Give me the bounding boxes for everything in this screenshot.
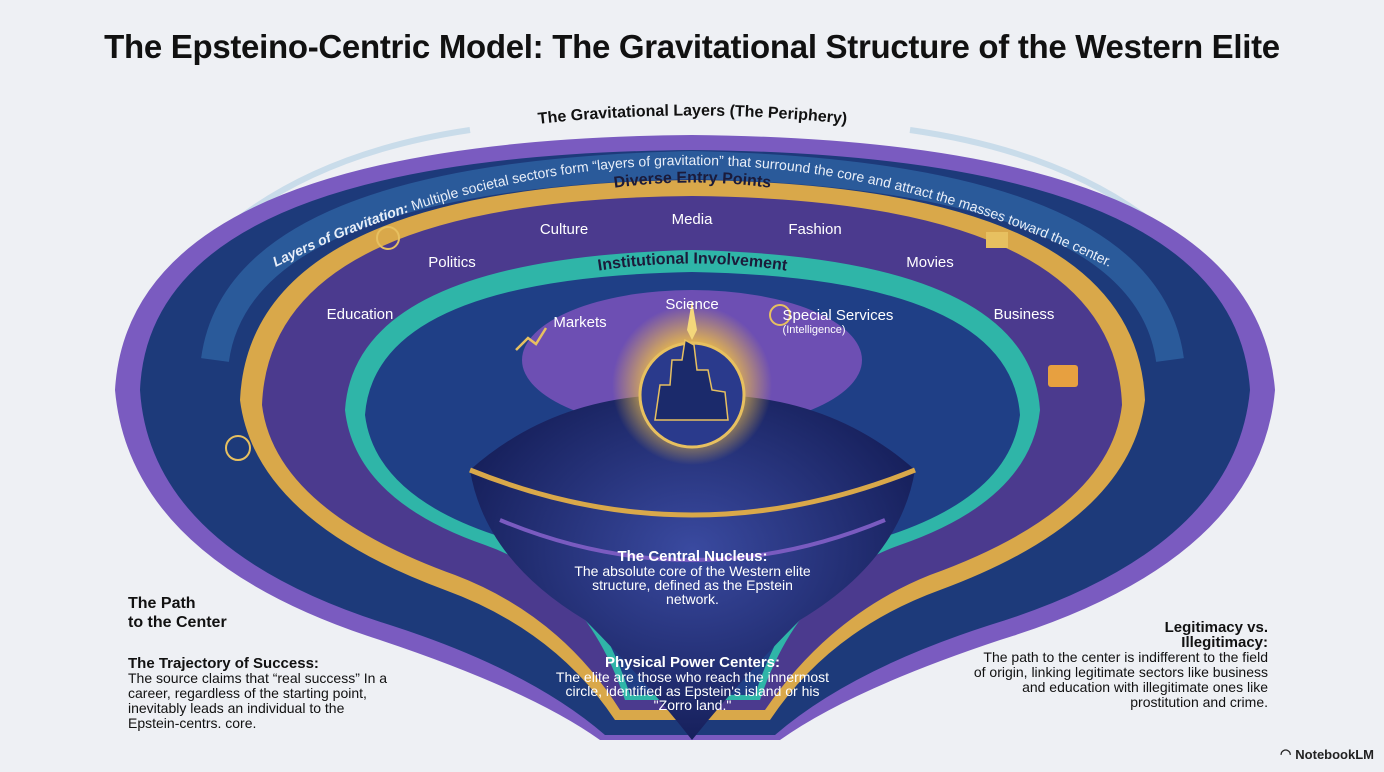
legitimacy-note: Legitimacy vs. Illegitimacy: The path to… xyxy=(968,620,1268,710)
entry-points-title: Diverse Entry Points xyxy=(613,169,772,191)
svg-text:The Gravitational Layers (The: The Gravitational Layers (The Periphery) xyxy=(537,102,848,127)
notebooklm-logo-icon: ◠ xyxy=(1279,746,1292,761)
periphery-title: The Gravitational Layers (The Periphery) xyxy=(537,102,848,127)
city-skyline-icon xyxy=(654,338,729,421)
globe-icon xyxy=(376,226,400,250)
physical-power-text: The elite are those who reach the innerm… xyxy=(555,669,830,713)
briefcase-icon xyxy=(1048,365,1078,387)
entry-fashion: Fashion xyxy=(788,221,842,238)
entry-education: Education xyxy=(326,306,394,323)
legitimacy-heading: Legitimacy vs. Illegitimacy: xyxy=(1164,619,1268,651)
star-icon xyxy=(687,300,697,340)
page-title: The Epsteino-Centric Model: The Gravitat… xyxy=(104,28,1280,65)
path-title: The Path to the Center xyxy=(128,594,227,632)
path-title-line1: The Path xyxy=(128,595,196,612)
brand-label: NotebookLM xyxy=(1295,746,1374,762)
entry-business: Business xyxy=(993,306,1055,323)
intelligence-label: (Intelligence) xyxy=(782,324,846,336)
entry-media: Media xyxy=(671,211,713,228)
legitimacy-text: The path to the center is indifferent to… xyxy=(973,649,1268,710)
clapperboard-icon xyxy=(986,232,1008,248)
gravitation-band xyxy=(201,150,1184,363)
physical-power-centers: Physical Power Centers: The elite are th… xyxy=(555,654,830,713)
globe-icon-2 xyxy=(225,435,251,461)
chart-icon xyxy=(515,327,548,351)
entry-movies: Movies xyxy=(906,254,954,271)
institution-science: Science xyxy=(665,296,719,313)
trajectory-of-success: The Trajectory of Success: The source cl… xyxy=(128,656,388,731)
entry-politics: Politics xyxy=(428,254,476,271)
trajectory-heading: The Trajectory of Success: xyxy=(128,655,319,672)
target-icon xyxy=(769,304,791,326)
path-title-line2: to the Center xyxy=(128,614,227,631)
svg-text:Diverse Entry Points: Diverse Entry Points xyxy=(613,169,772,191)
central-nucleus-text: The absolute core of the Western elite s… xyxy=(574,563,811,607)
trajectory-text: The source claims that “real success” In… xyxy=(128,670,388,731)
institution-special-services: Special Services(Intelligence) xyxy=(783,307,894,336)
brand-watermark: ◠NotebookLM xyxy=(1280,746,1374,762)
institution-markets: Markets xyxy=(553,314,607,331)
gold-ring xyxy=(469,467,916,518)
physical-power-heading: Physical Power Centers: xyxy=(604,654,781,671)
core-funnel xyxy=(470,394,915,740)
central-nucleus-heading: The Central Nucleus: xyxy=(617,548,768,565)
entry-culture: Culture xyxy=(539,221,589,238)
special-services-label: Special Services xyxy=(782,307,894,324)
central-nucleus: The Central Nucleus: The absolute core o… xyxy=(570,548,815,607)
